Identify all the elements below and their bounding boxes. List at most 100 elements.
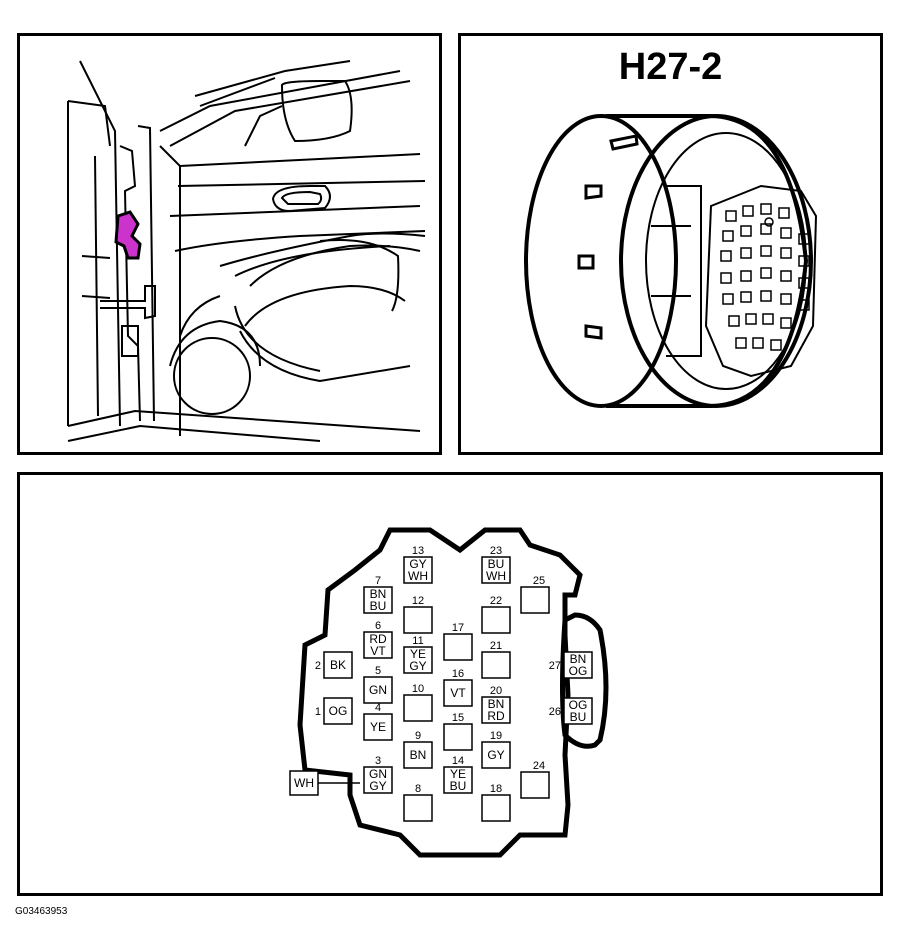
pin-12: 12 (403, 595, 433, 634)
pin-cavity (363, 766, 393, 794)
pin-number: 11 (412, 635, 423, 647)
pin-wire-color: OG (569, 664, 588, 678)
connector-title: H27-2 (618, 46, 723, 88)
pin-cavity (363, 676, 393, 704)
pin-number: 10 (412, 683, 424, 695)
location-view-panel (17, 33, 442, 455)
connector-3d-illustration (524, 114, 818, 408)
pin-number: 4 (375, 702, 381, 714)
pin-cavity (363, 586, 393, 614)
pin-wire-color: VT (450, 686, 466, 700)
pin-9: 9BN (403, 730, 433, 769)
pin-25: 25 (520, 575, 550, 614)
wh-lead-box (289, 770, 319, 796)
pin-wire-color: RD (487, 709, 505, 723)
pin-wire-color: BN (410, 748, 427, 762)
pin-number: 6 (375, 620, 381, 632)
pin-cavity (403, 794, 433, 822)
pin-number: 12 (412, 595, 424, 607)
vehicle-door-illustration (67, 60, 426, 442)
pin-number: 21 (490, 640, 502, 652)
pin-number: 9 (415, 730, 421, 742)
pin-cavity (481, 741, 511, 769)
pin-wire-color: VT (370, 644, 386, 658)
pin-18: 18 (481, 783, 511, 822)
pin-cavity (403, 556, 433, 584)
pin-wire-color: GN (369, 683, 387, 697)
pin-wire-color: WH (486, 569, 506, 583)
pin-cavity (403, 646, 433, 674)
pin-wire-color: BN (488, 697, 505, 711)
pin-17: 17 (443, 622, 473, 661)
pin-number: 1 (315, 706, 321, 718)
pin-cavity (563, 697, 593, 725)
pin-number: 15 (452, 712, 464, 724)
pin-wire-color: RD (369, 632, 387, 646)
pin-number: 18 (490, 783, 502, 795)
pin-cavity (481, 556, 511, 584)
pin-wire-color: BN (370, 587, 387, 601)
pin-wire-color: GY (409, 557, 426, 571)
pin-cavity (481, 651, 511, 679)
pin-number: 19 (490, 730, 502, 742)
pin-wire-color: YE (410, 647, 426, 661)
pin-wire-color: BU (488, 557, 505, 571)
pin-wire-color: GY (487, 748, 504, 762)
pin-number: 14 (452, 755, 464, 767)
pin-4: 4YE (363, 702, 393, 741)
pin-number: 17 (452, 622, 464, 634)
pin-wire-color: GY (409, 659, 426, 673)
pin-number: 3 (375, 755, 381, 767)
pin-cavity (481, 606, 511, 634)
pin-number: 5 (375, 665, 381, 677)
pin-number: 25 (533, 575, 545, 587)
pin-cavity (323, 651, 353, 679)
pin-wire-color: WH (408, 569, 428, 583)
pin-wire-color: BU (370, 599, 387, 613)
pin-wire-color: BN (570, 652, 587, 666)
pin-number: 7 (375, 575, 381, 587)
pin-cavity (563, 651, 593, 679)
pin-15: 15 (443, 712, 473, 751)
pin-wire-color: GY (369, 779, 386, 793)
pin-cavity (443, 633, 473, 661)
pin-cavity (443, 679, 473, 707)
pin-wire-color: YE (370, 720, 386, 734)
wh-lead-label: WH (294, 776, 314, 790)
pin-number: 8 (415, 783, 421, 795)
pin-number: 13 (412, 545, 424, 557)
pin-cavity (403, 606, 433, 634)
figure-id: G03463953 (15, 906, 68, 917)
pin-cavity (481, 794, 511, 822)
pin-24: 24 (520, 760, 550, 799)
pin-wire-color: BK (330, 658, 346, 672)
connector-housing-outline (297, 527, 583, 858)
pin-number: 24 (533, 760, 545, 772)
pin-wire-color: GN (369, 767, 387, 781)
pin-number: 27 (549, 660, 561, 672)
pin-cavity (520, 771, 550, 799)
pin-cavity (403, 741, 433, 769)
pin-22: 22 (481, 595, 511, 634)
pin-number: 23 (490, 545, 502, 557)
pin-2: 2 BK (315, 651, 353, 679)
pin-wire-color: YE (450, 767, 466, 781)
connector-3d-panel: H27-2 (458, 33, 883, 455)
pin-cavity (363, 631, 393, 659)
pin-cavity (403, 694, 433, 722)
pin-10: 10 (403, 683, 433, 722)
connector-location-highlight (114, 210, 142, 260)
pin-number: 2 (315, 660, 321, 672)
pin-cavity (323, 697, 353, 725)
